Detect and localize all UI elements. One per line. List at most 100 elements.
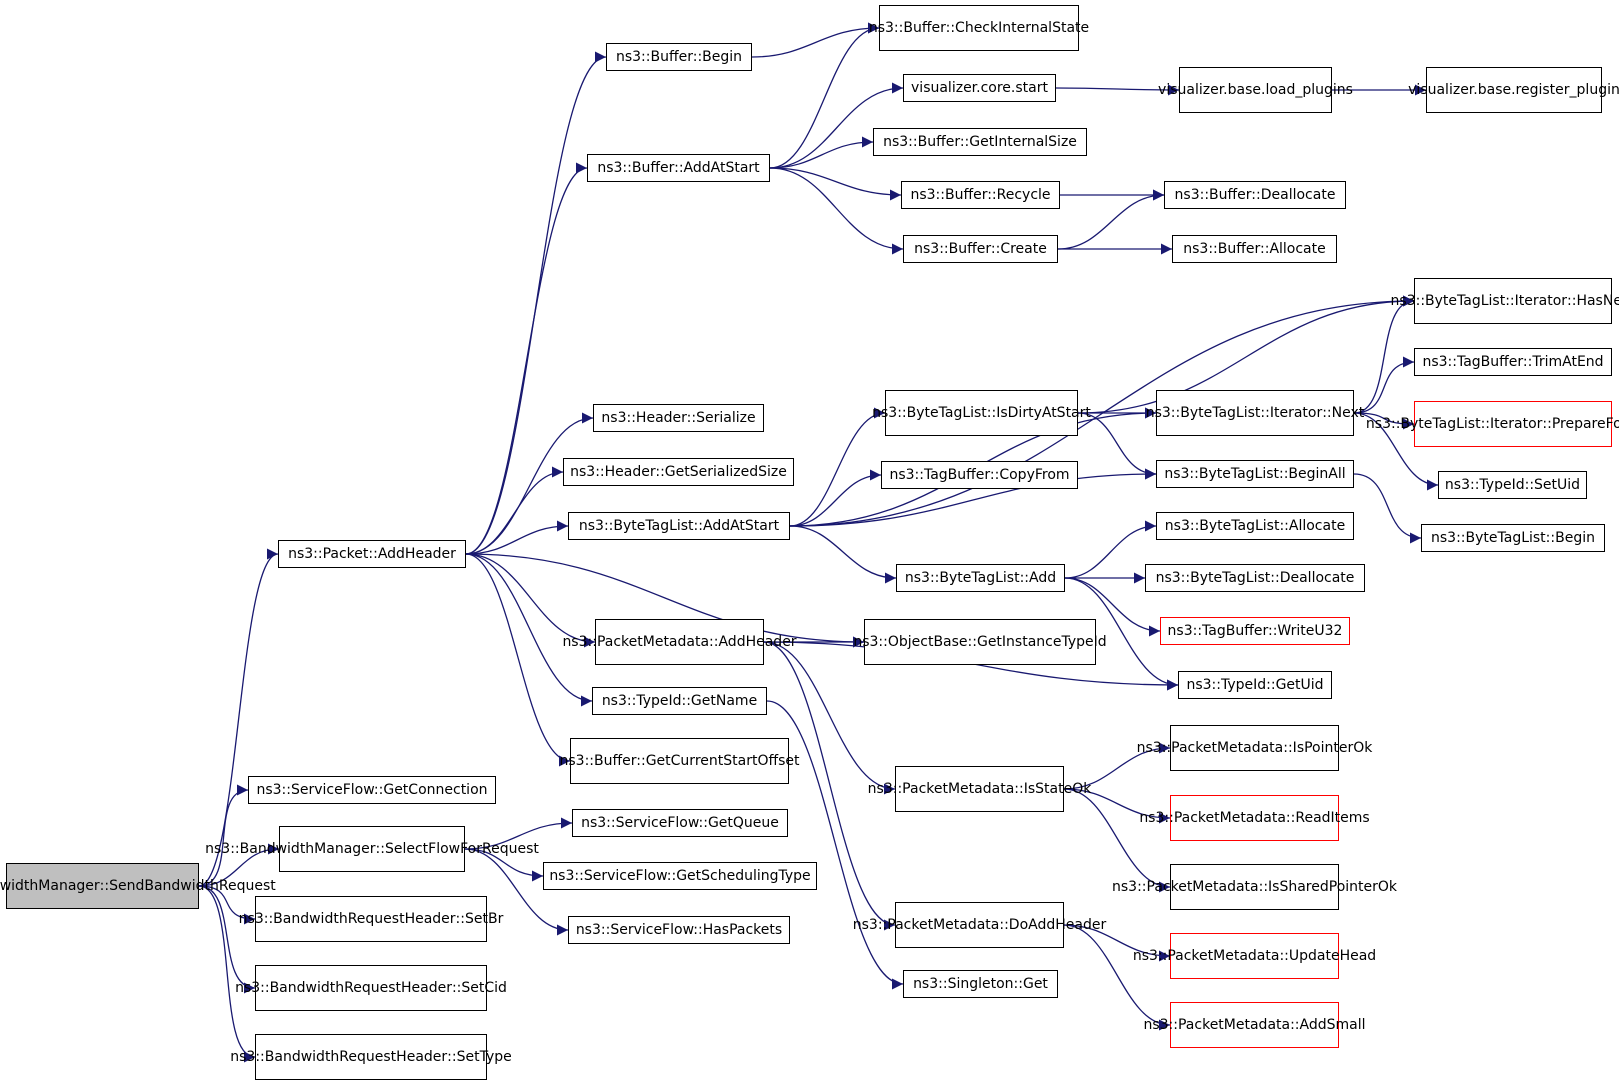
- node-visualizer-core-start[interactable]: visualizer.core.start: [903, 74, 1056, 102]
- node-label: ns3::ByteTagList::Begin: [1431, 529, 1595, 546]
- call-edge-buffer_addatstart-to-buffer_checkinternalstate: [769, 22, 880, 169]
- node-header-serialize[interactable]: ns3::Header::Serialize: [593, 404, 764, 432]
- call-edge-pm_isstateok-to-pm_readitems: [1063, 788, 1171, 824]
- node-label-line: ::SetBr: [455, 910, 504, 927]
- node-packet-add-header[interactable]: ns3::Packet::AddHeader: [278, 540, 466, 568]
- node-packetmetadata-add-header[interactable]: ns3::PacketMetadata ::AddHeader: [562, 619, 797, 665]
- node-label-line: ns3::PacketMetadata: [1136, 739, 1284, 756]
- node-visualizer-base-register-plugin[interactable]: visualizer.base.register _plugin: [1408, 67, 1619, 113]
- node-bandwidth-request-header-set-br[interactable]: ns3::BandwidthRequestHeader ::SetBr: [239, 896, 503, 942]
- call-edge-packet_addheader-to-buffer_getcurrentstartoffset: [465, 553, 571, 767]
- node-bytetaglist-begin[interactable]: ns3::ByteTagList::Begin: [1421, 524, 1605, 552]
- call-edge-packet_addheader-to-pm_addheader: [465, 553, 596, 648]
- node-serviceflow-get-queue[interactable]: ns3::ServiceFlow::GetQueue: [572, 809, 788, 837]
- call-edge-buffer_create-to-buffer_deallocate: [1057, 189, 1165, 250]
- call-edge-packet_addheader-to-header_getserializedsize: [465, 466, 564, 555]
- call-edge-pm_doaddheader-to-pm_addsmall: [1063, 924, 1171, 1031]
- node-typeid-get-uid[interactable]: ns3::TypeId::GetUid: [1178, 671, 1332, 699]
- node-buffer-begin[interactable]: ns3::Buffer::Begin: [606, 43, 752, 71]
- node-serviceflow-get-scheduling-type[interactable]: ns3::ServiceFlow::GetSchedulingType: [543, 862, 817, 890]
- node-send-bandwidth-request[interactable]: ns3::BandwidthManager ::SendBandwidthReq…: [0, 863, 276, 909]
- node-label: ns3::Buffer::Create: [914, 240, 1047, 257]
- node-typeid-get-name[interactable]: ns3::TypeId::GetName: [592, 687, 767, 715]
- node-label: ns3::TagBuffer::CopyFrom: [889, 466, 1070, 483]
- node-bandwidth-request-header-set-type[interactable]: ns3::BandwidthRequestHeader ::SetType: [230, 1034, 512, 1080]
- node-tagbuffer-copy-from[interactable]: ns3::TagBuffer::CopyFrom: [881, 461, 1078, 489]
- node-packetmetadata-is-pointer-ok[interactable]: ns3::PacketMetadata ::IsPointerOk: [1137, 725, 1372, 771]
- node-label: ns3::ServiceFlow::GetSchedulingType: [549, 867, 811, 884]
- node-bandwidth-request-header-set-cid[interactable]: ns3::BandwidthRequestHeader ::SetCid: [235, 965, 507, 1011]
- node-label-line: _plugin: [1569, 81, 1619, 98]
- node-label-line: ns3::BandwidthRequestHeader: [230, 1048, 448, 1065]
- node-packetmetadata-read-items[interactable]: ns3::PacketMetadata ::ReadItems: [1139, 795, 1370, 841]
- node-label: ns3::Header::GetSerializedSize: [570, 463, 787, 480]
- call-edge-bm_selectflow-to-sf_getqueue: [464, 817, 573, 850]
- node-visualizer-base-load-plugins[interactable]: visualizer.base.load _plugins: [1158, 67, 1353, 113]
- node-bytetaglist-deallocate[interactable]: ns3::ByteTagList::Deallocate: [1145, 564, 1365, 592]
- node-label-line: ::AddHeader: [709, 633, 797, 650]
- node-bytetaglist-is-dirty-at-start[interactable]: ns3::ByteTagList::IsDirty AtStart: [872, 390, 1091, 436]
- node-packetmetadata-is-shared-pointer-ok[interactable]: ns3::PacketMetadata ::IsSharedPointerOk: [1112, 864, 1397, 910]
- node-bytetaglist-allocate[interactable]: ns3::ByteTagList::Allocate: [1156, 512, 1354, 540]
- node-buffer-get-internal-size[interactable]: ns3::Buffer::GetInternalSize: [873, 128, 1087, 156]
- call-edge-btl_iter_next-to-btl_iter_preparefornext: [1353, 412, 1415, 430]
- node-buffer-create[interactable]: ns3::Buffer::Create: [903, 235, 1058, 263]
- node-buffer-check-internal-state[interactable]: ns3::Buffer::CheckInternal State: [869, 5, 1089, 51]
- node-singleton-get[interactable]: ns3::Singleton::Get: [903, 970, 1058, 998]
- call-edge-btl_iter_next-to-btl_iter_hasnext: [1353, 295, 1415, 414]
- node-label-line: ns3::ByteTagList::IsDirty: [872, 404, 1042, 421]
- node-bytetaglist-iterator-next[interactable]: ns3::ByteTagList::Iterator ::Next: [1146, 390, 1364, 436]
- node-label-line: ns3::BandwidthRequestHeader: [235, 979, 452, 996]
- node-buffer-get-current-start-offset[interactable]: ns3::Buffer::GetCurrentStart Offset: [560, 738, 800, 784]
- node-label-line: ns3::ObjectBase::GetInstance: [853, 633, 1062, 650]
- node-label: ns3::Packet::AddHeader: [288, 545, 456, 562]
- node-tagbuffer-trim-at-end[interactable]: ns3::TagBuffer::TrimAtEnd: [1414, 348, 1612, 376]
- node-objectbase-get-instance-typeid[interactable]: ns3::ObjectBase::GetInstance TypeId: [853, 619, 1107, 665]
- node-bytetaglist-iterator-prepare-for-next[interactable]: ns3::ByteTagList::Iterator ::PrepareForN…: [1366, 401, 1619, 447]
- node-bandwidth-manager-select-flow[interactable]: ns3::BandwidthManager ::SelectFlowForReq…: [205, 826, 539, 872]
- call-edge-buffer_addatstart-to-buffer_create: [769, 167, 904, 255]
- node-buffer-deallocate[interactable]: ns3::Buffer::Deallocate: [1164, 181, 1346, 209]
- node-label-line: State: [1052, 19, 1090, 36]
- node-bytetaglist-begin-all[interactable]: ns3::ByteTagList::BeginAll: [1156, 460, 1354, 488]
- node-serviceflow-get-connection[interactable]: ns3::ServiceFlow::GetConnection: [248, 776, 496, 804]
- node-label-line: TypeId: [1061, 633, 1107, 650]
- node-label-line: ns3::ByteTagList::Iterator: [1365, 415, 1543, 432]
- call-edge-btl_iter_next-to-typeid_setuid: [1353, 412, 1439, 491]
- call-edge-btl_isdirtyatstart-to-btl_beginall: [1077, 412, 1157, 480]
- node-label-line: ns3::ByteTagList::Iterator: [1145, 404, 1323, 421]
- node-label-line: ::PrepareForNext: [1542, 415, 1619, 432]
- node-label-line: ns3::ByteTagList::Iterator: [1390, 292, 1568, 309]
- node-bytetaglist-add[interactable]: ns3::ByteTagList::Add: [896, 564, 1065, 592]
- call-edge-buffer_addatstart-to-buffer_recycle: [769, 167, 902, 201]
- node-buffer-add-at-start[interactable]: ns3::Buffer::AddAtStart: [587, 154, 770, 182]
- node-packetmetadata-update-head[interactable]: ns3::PacketMetadata ::UpdateHead: [1133, 933, 1376, 979]
- call-edge-pm_isstateok-to-pm_issharedpointerok: [1063, 788, 1171, 893]
- node-tagbuffer-write-u32[interactable]: ns3::TagBuffer::WriteU32: [1160, 617, 1350, 645]
- call-edge-btl_beginall-to-btl_begin: [1353, 473, 1422, 544]
- node-label-line: ns3::BandwidthManager: [0, 877, 100, 894]
- node-label-line: Offset: [757, 752, 800, 769]
- node-buffer-recycle[interactable]: ns3::Buffer::Recycle: [901, 181, 1060, 209]
- node-buffer-allocate[interactable]: ns3::Buffer::Allocate: [1172, 235, 1337, 263]
- call-edge-btl_addatstart-to-btl_add: [789, 525, 897, 584]
- call-edge-bm_selectflow-to-sf_getschedulingtype: [464, 848, 544, 882]
- node-serviceflow-has-packets[interactable]: ns3::ServiceFlow::HasPackets: [568, 916, 790, 944]
- node-label-line: visualizer.base.register: [1408, 81, 1570, 98]
- call-edge-pm_isstateok-to-pm_ispointerok: [1063, 742, 1171, 790]
- node-label-line: ns3::PacketMetadata: [852, 916, 1000, 933]
- node-label-line: ns3::PacketMetadata: [1143, 1016, 1291, 1033]
- call-edge-typeid_getname-to-singleton_get: [766, 700, 904, 990]
- node-packetmetadata-add-small[interactable]: ns3::PacketMetadata ::AddSmall: [1143, 1002, 1366, 1048]
- node-packetmetadata-do-add-header[interactable]: ns3::PacketMetadata ::DoAddHeader: [853, 902, 1106, 948]
- node-label: ns3::TypeId::GetUid: [1186, 676, 1324, 693]
- node-bytetaglist-iterator-has-next[interactable]: ns3::ByteTagList::Iterator ::HasNext: [1391, 278, 1619, 324]
- call-edge-packet_addheader-to-objectbase_getinstancetypeid: [465, 553, 865, 648]
- node-label: ns3::TypeId::GetName: [601, 692, 758, 709]
- call-edge-btl_addatstart-to-tagbuffer_copyfrom: [789, 469, 882, 527]
- node-header-get-serialized-size[interactable]: ns3::Header::GetSerializedSize: [563, 458, 794, 486]
- node-label: ns3::TagBuffer::TrimAtEnd: [1422, 353, 1604, 370]
- node-bytetaglist-add-at-start[interactable]: ns3::ByteTagList::AddAtStart: [568, 512, 790, 540]
- node-packetmetadata-is-state-ok[interactable]: ns3::PacketMetadata ::IsStateOk: [868, 766, 1091, 812]
- node-typeid-set-uid[interactable]: ns3::TypeId::SetUid: [1438, 471, 1587, 499]
